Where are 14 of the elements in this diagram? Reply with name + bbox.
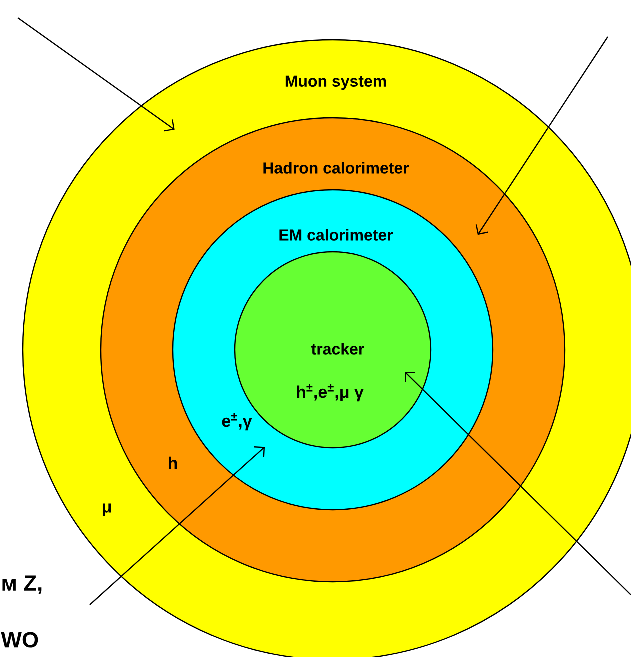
ring-label: tracker <box>312 343 364 355</box>
particle-label: μ <box>103 504 112 516</box>
arrow <box>405 372 631 596</box>
particle-label: h <box>169 456 178 470</box>
ring-label: Muon system <box>286 76 386 90</box>
caption-fragment: м Z, <box>2 576 42 594</box>
arrow <box>90 446 266 606</box>
particle-label: h$^{±}$,e$^{±}$,μ γ <box>297 384 364 402</box>
ring-label: EM calorimeter <box>280 229 394 241</box>
arrow <box>18 18 175 132</box>
particle-label: e$^{±}$,γ <box>222 413 252 431</box>
arrow <box>476 36 608 236</box>
ring-label: Hadron calorimeter <box>264 162 410 174</box>
caption-fragment: WO <box>1 632 38 648</box>
